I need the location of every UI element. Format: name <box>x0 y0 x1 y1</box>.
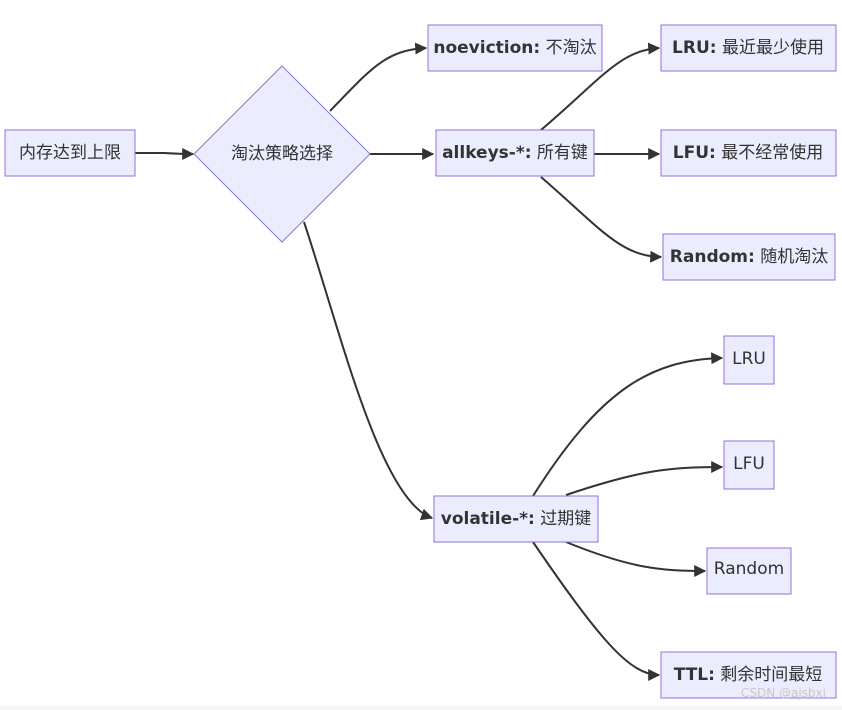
node-allkeys-lfu: LFU: 最不经常使用 <box>660 129 837 177</box>
edge-policy-to-noeviction <box>329 42 428 112</box>
node-allkeys-lfu-label: LFU: 最不经常使用 <box>673 142 823 163</box>
node-policy-choice: 淘汰策略选择 <box>193 65 371 243</box>
bottom-divider <box>0 706 842 710</box>
node-allkeys-random-desc: 随机淘汰 <box>755 247 828 267</box>
node-noeviction: noeviction: 不淘汰 <box>427 24 603 72</box>
node-allkeys-lru-desc: 最近最少使用 <box>717 37 824 58</box>
node-allkeys-desc: 所有键 <box>532 143 588 163</box>
edge-volatile-to-lru <box>532 352 724 497</box>
node-allkeys-lru-key: LRU: <box>672 38 717 58</box>
edges <box>135 42 724 681</box>
node-volatile-lru-label: LRU <box>732 349 766 369</box>
node-volatile-random: Random <box>706 547 792 595</box>
node-allkeys-key: allkeys-*: <box>442 143 531 163</box>
node-volatile: volatile-*: 过期键 <box>433 495 599 543</box>
node-volatile-ttl: TTL: 剩余时间最短 <box>660 651 837 699</box>
edge-allkeys-to-lru <box>540 42 661 131</box>
node-noeviction-label: noeviction: 不淘汰 <box>433 38 596 58</box>
node-volatile-label: volatile-*: 过期键 <box>441 509 592 529</box>
node-allkeys-lru: LRU: 最近最少使用 <box>660 24 837 72</box>
node-allkeys-random-key: Random: <box>670 247 755 267</box>
edge-volatile-to-random <box>565 541 707 577</box>
node-volatile-lru: LRU <box>723 335 775 385</box>
node-allkeys-label: allkeys-*: 所有键 <box>442 143 588 163</box>
edge-allkeys-to-random <box>540 176 663 263</box>
node-volatile-desc: 过期键 <box>535 509 591 529</box>
node-volatile-ttl-key: TTL: <box>674 665 715 685</box>
node-allkeys-lru-label: LRU: 最近最少使用 <box>672 37 824 58</box>
edge-policy-to-volatile <box>303 221 434 521</box>
edge-volatile-to-ttl <box>532 541 661 681</box>
edge-memory-to-policy <box>135 147 195 160</box>
node-allkeys-random: Random: 随机淘汰 <box>662 233 836 281</box>
node-volatile-ttl-desc: 剩余时间最短 <box>715 665 822 685</box>
edge-volatile-to-lfu <box>565 461 724 496</box>
node-noeviction-desc: 不淘汰 <box>540 38 596 58</box>
node-volatile-lfu: LFU <box>723 440 775 490</box>
node-noeviction-key: noeviction: <box>433 38 540 58</box>
node-volatile-ttl-label: TTL: 剩余时间最短 <box>674 665 823 685</box>
node-memory-limit: 内存达到上限 <box>4 129 136 177</box>
node-allkeys-random-label: Random: 随机淘汰 <box>670 247 828 267</box>
node-volatile-key: volatile-*: <box>441 509 535 529</box>
node-allkeys: allkeys-*: 所有键 <box>435 129 595 177</box>
watermark-text: CSDN @ajsbxi <box>741 686 826 700</box>
node-allkeys-lfu-desc: 最不经常使用 <box>716 142 823 163</box>
node-volatile-random-label: Random <box>714 559 784 579</box>
node-volatile-lfu-label: LFU <box>733 454 765 474</box>
node-allkeys-lfu-key: LFU: <box>673 143 716 163</box>
node-memory-limit-label: 内存达到上限 <box>19 143 121 163</box>
node-policy-choice-label: 淘汰策略选择 <box>231 144 333 164</box>
